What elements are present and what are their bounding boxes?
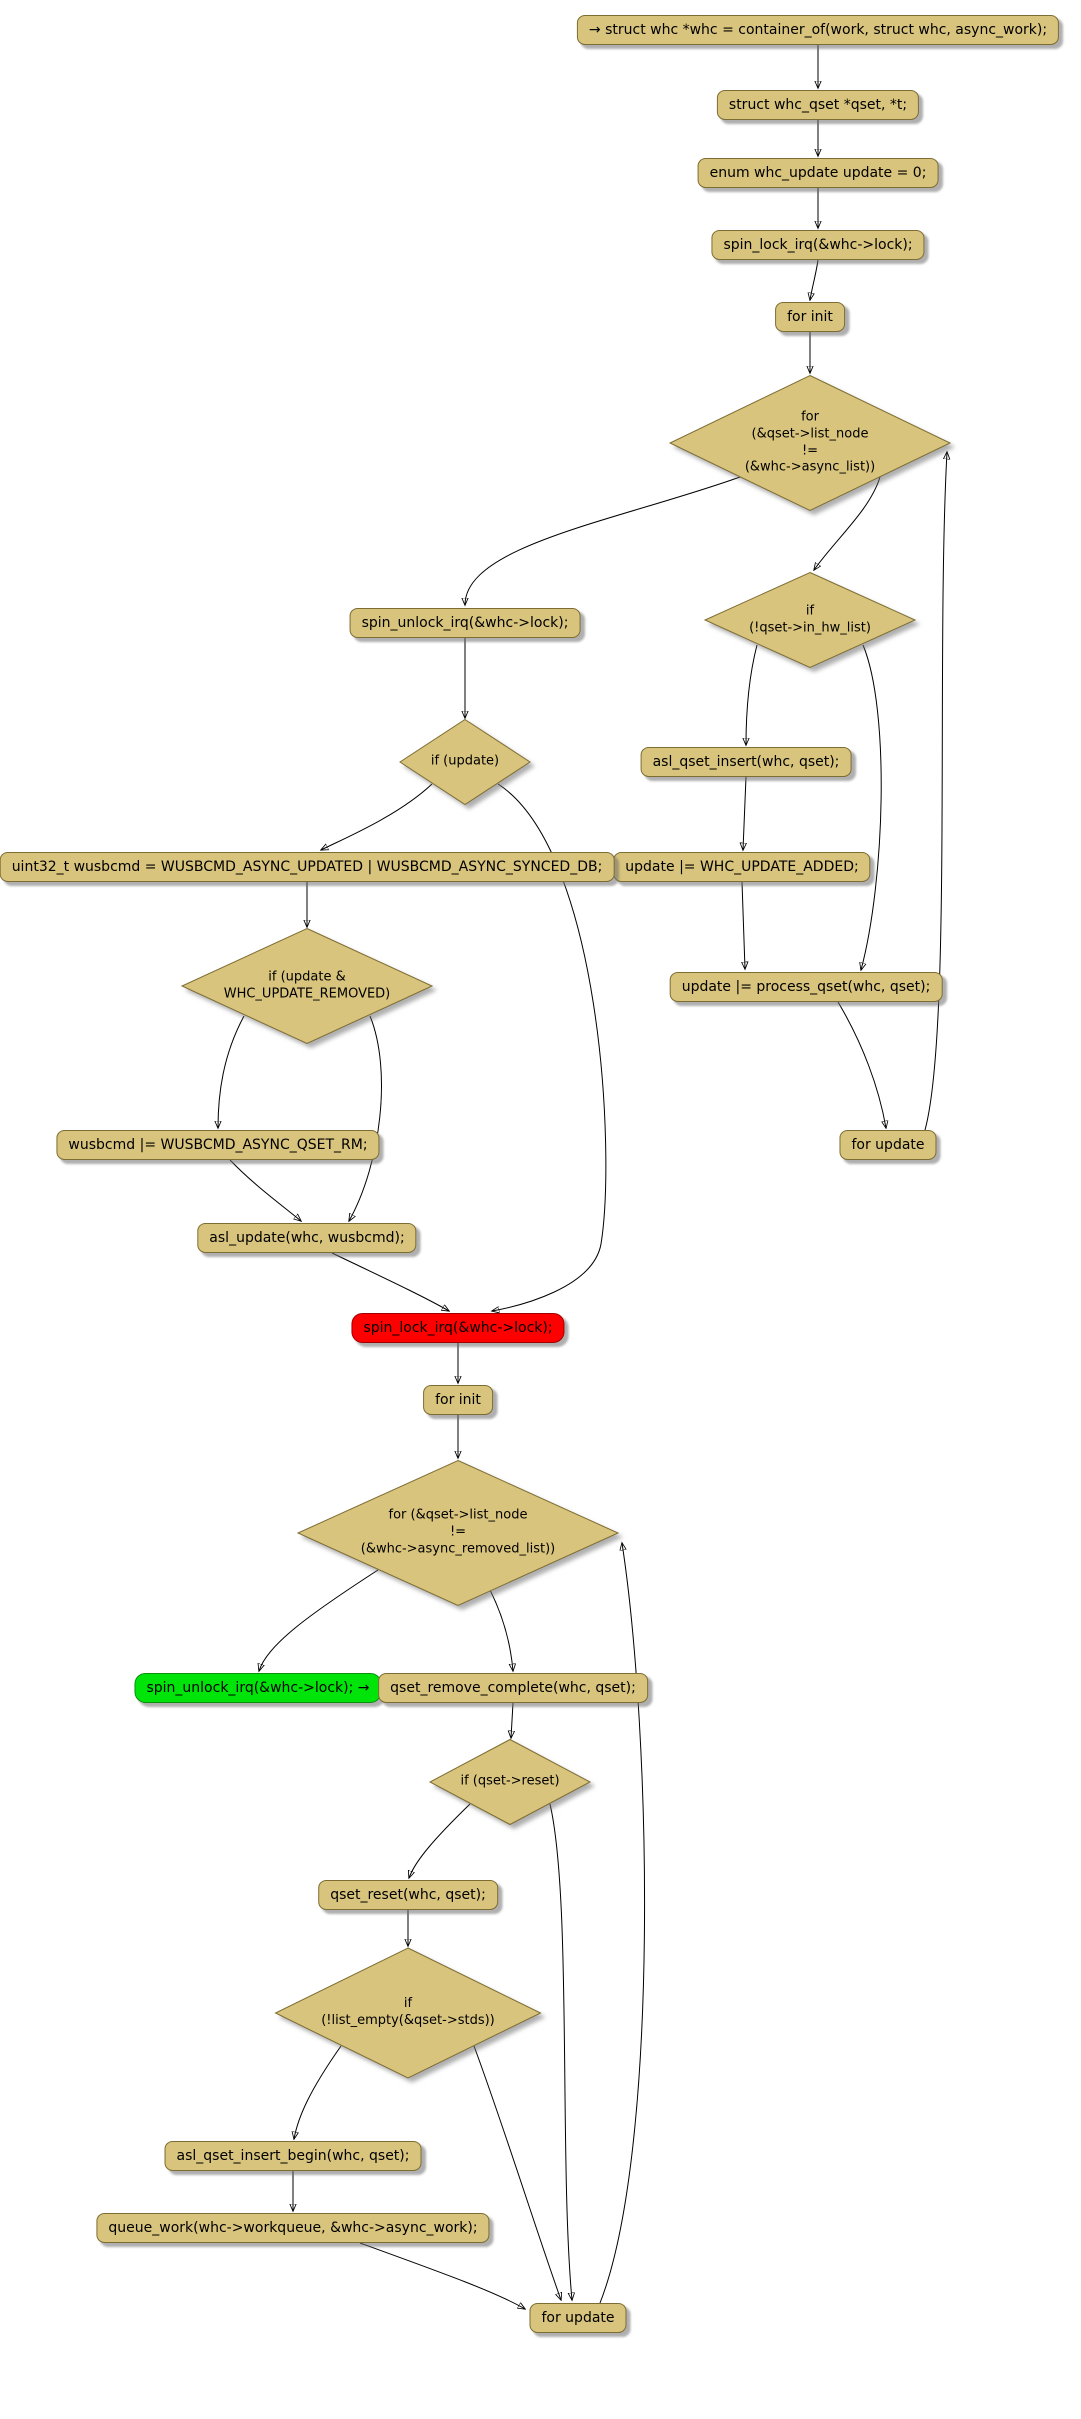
node-label: for (&qset->list_node != (&whc->async_li… (744, 409, 876, 475)
node-entry-container-of: → struct whc *whc = container_of(work, s… (576, 14, 1060, 46)
node-asl-qset-insert-begin: asl_qset_insert_begin(whc, qset); (164, 2140, 422, 2172)
edge-d23-n24 (409, 1803, 471, 1878)
node-declare-update: enum whc_update update = 0; (697, 157, 939, 189)
edge-d8-n11 (861, 644, 882, 970)
edge-n4-n5 (810, 259, 819, 300)
edge-n28-d20-loop (599, 1543, 646, 2304)
decision-for-async-list: for (&qset->list_node != (&whc->async_li… (670, 376, 950, 511)
node-for-update-2: for update (529, 2302, 627, 2334)
node-label: spin_unlock_irq(&whc->lock); → (146, 1679, 370, 1696)
node-label: wusbcmd |= WUSBCMD_ASYNC_QSET_RM; (68, 1136, 368, 1153)
node-label: update |= WHC_UPDATE_ADDED; (625, 858, 859, 875)
node-label: if (!list_empty(&qset->stds)) (321, 1996, 495, 2028)
decision-for-async-removed-list: for (&qset->list_node != (&whc->async_re… (298, 1461, 618, 1606)
edge-n27-n28 (359, 2242, 525, 2309)
node-label: qset_remove_complete(whc, qset); (390, 1679, 636, 1696)
node-label: queue_work(whc->workqueue, &whc->async_w… (108, 2219, 478, 2236)
node-label: if (update) (430, 753, 500, 769)
node-label: asl_qset_insert(whc, qset); (652, 753, 840, 770)
decision-if-update: if (update) (400, 720, 530, 805)
edge-d13-n14 (321, 783, 433, 850)
node-label: asl_update(whc, wusbcmd); (209, 1229, 405, 1246)
edge-n9-n10 (743, 776, 746, 850)
node-label: update |= process_qset(whc, qset); (681, 978, 931, 995)
edge-d25-n26 (294, 2045, 342, 2139)
node-label: for init (787, 308, 833, 325)
node-label: spin_unlock_irq(&whc->lock); (361, 614, 569, 631)
node-label: if (update & WHC_UPDATE_REMOVED) (223, 969, 391, 1001)
decision-if-not-in-hw-list: if (!qset->in_hw_list) (705, 573, 915, 668)
node-label: uint32_t wusbcmd = WUSBCMD_ASYNC_UPDATED… (11, 858, 603, 875)
node-label: spin_lock_irq(&whc->lock); (363, 1319, 553, 1336)
node-asl-update: asl_update(whc, wusbcmd); (197, 1222, 417, 1254)
node-label: enum whc_update update = 0; (709, 164, 927, 181)
node-declare-qset: struct whc_qset *qset, *t; (716, 89, 920, 121)
edge-n12-d6-loop (924, 452, 947, 1131)
node-label: for update (541, 2309, 615, 2326)
edge-d20-n21 (259, 1569, 379, 1671)
edge-d15-n17 (349, 1015, 382, 1221)
node-label: for update (851, 1136, 925, 1153)
node-label: qset_reset(whc, qset); (330, 1886, 486, 1903)
edge-n22-d23 (511, 1702, 513, 1738)
node-wusbcmd-qset-rm: wusbcmd |= WUSBCMD_ASYNC_QSET_RM; (56, 1129, 380, 1161)
node-queue-work: queue_work(whc->workqueue, &whc->async_w… (96, 2212, 490, 2244)
node-spin-unlock-irq-exit: spin_unlock_irq(&whc->lock); → (134, 1672, 382, 1704)
node-label: spin_lock_irq(&whc->lock); (723, 236, 913, 253)
edge-d23-n28 (549, 1803, 572, 2300)
node-qset-remove-complete: qset_remove_complete(whc, qset); (378, 1672, 648, 1704)
edge-n10-n11 (742, 881, 745, 969)
node-spin-lock-irq-1: spin_lock_irq(&whc->lock); (711, 229, 925, 261)
edge-n17-n18 (331, 1252, 449, 1311)
node-spin-lock-irq-2-current: spin_lock_irq(&whc->lock); (351, 1312, 565, 1344)
node-label: struct whc_qset *qset, *t; (728, 96, 908, 113)
node-label: for (&qset->list_node != (&whc->async_re… (360, 1507, 556, 1557)
decision-if-qset-reset: if (qset->reset) (430, 1740, 590, 1825)
edge-d25-n28 (473, 2045, 561, 2300)
node-update-added: update |= WHC_UPDATE_ADDED; (613, 851, 871, 883)
edge-d6-d8 (814, 476, 881, 570)
node-update-process-qset: update |= process_qset(whc, qset); (669, 971, 943, 1003)
decision-if-update-removed: if (update & WHC_UPDATE_REMOVED) (182, 929, 432, 1044)
edge-d6-n7 (465, 476, 741, 605)
edge-n11-n12 (837, 1001, 886, 1128)
node-declare-wusbcmd: uint32_t wusbcmd = WUSBCMD_ASYNC_UPDATED… (0, 851, 615, 883)
node-for-init-1: for init (775, 301, 845, 333)
edge-d15-n16 (218, 1015, 245, 1128)
node-spin-unlock-irq: spin_unlock_irq(&whc->lock); (349, 607, 581, 639)
node-label: → struct whc *whc = container_of(work, s… (588, 21, 1048, 38)
node-label: if (qset->reset) (460, 1773, 560, 1789)
edge-d8-n9 (746, 644, 758, 745)
node-for-init-2: for init (423, 1384, 493, 1416)
node-qset-reset: qset_reset(whc, qset); (318, 1879, 498, 1911)
edge-d20-n22 (489, 1589, 513, 1671)
node-label: asl_qset_insert_begin(whc, qset); (176, 2147, 410, 2164)
edge-n16-n17 (229, 1159, 301, 1221)
node-label: if (!qset->in_hw_list) (749, 603, 871, 635)
node-asl-qset-insert: asl_qset_insert(whc, qset); (640, 746, 852, 778)
node-for-update-1: for update (839, 1129, 937, 1161)
node-label: for init (435, 1391, 481, 1408)
decision-if-not-list-empty: if (!list_empty(&qset->stds)) (276, 1948, 541, 2078)
